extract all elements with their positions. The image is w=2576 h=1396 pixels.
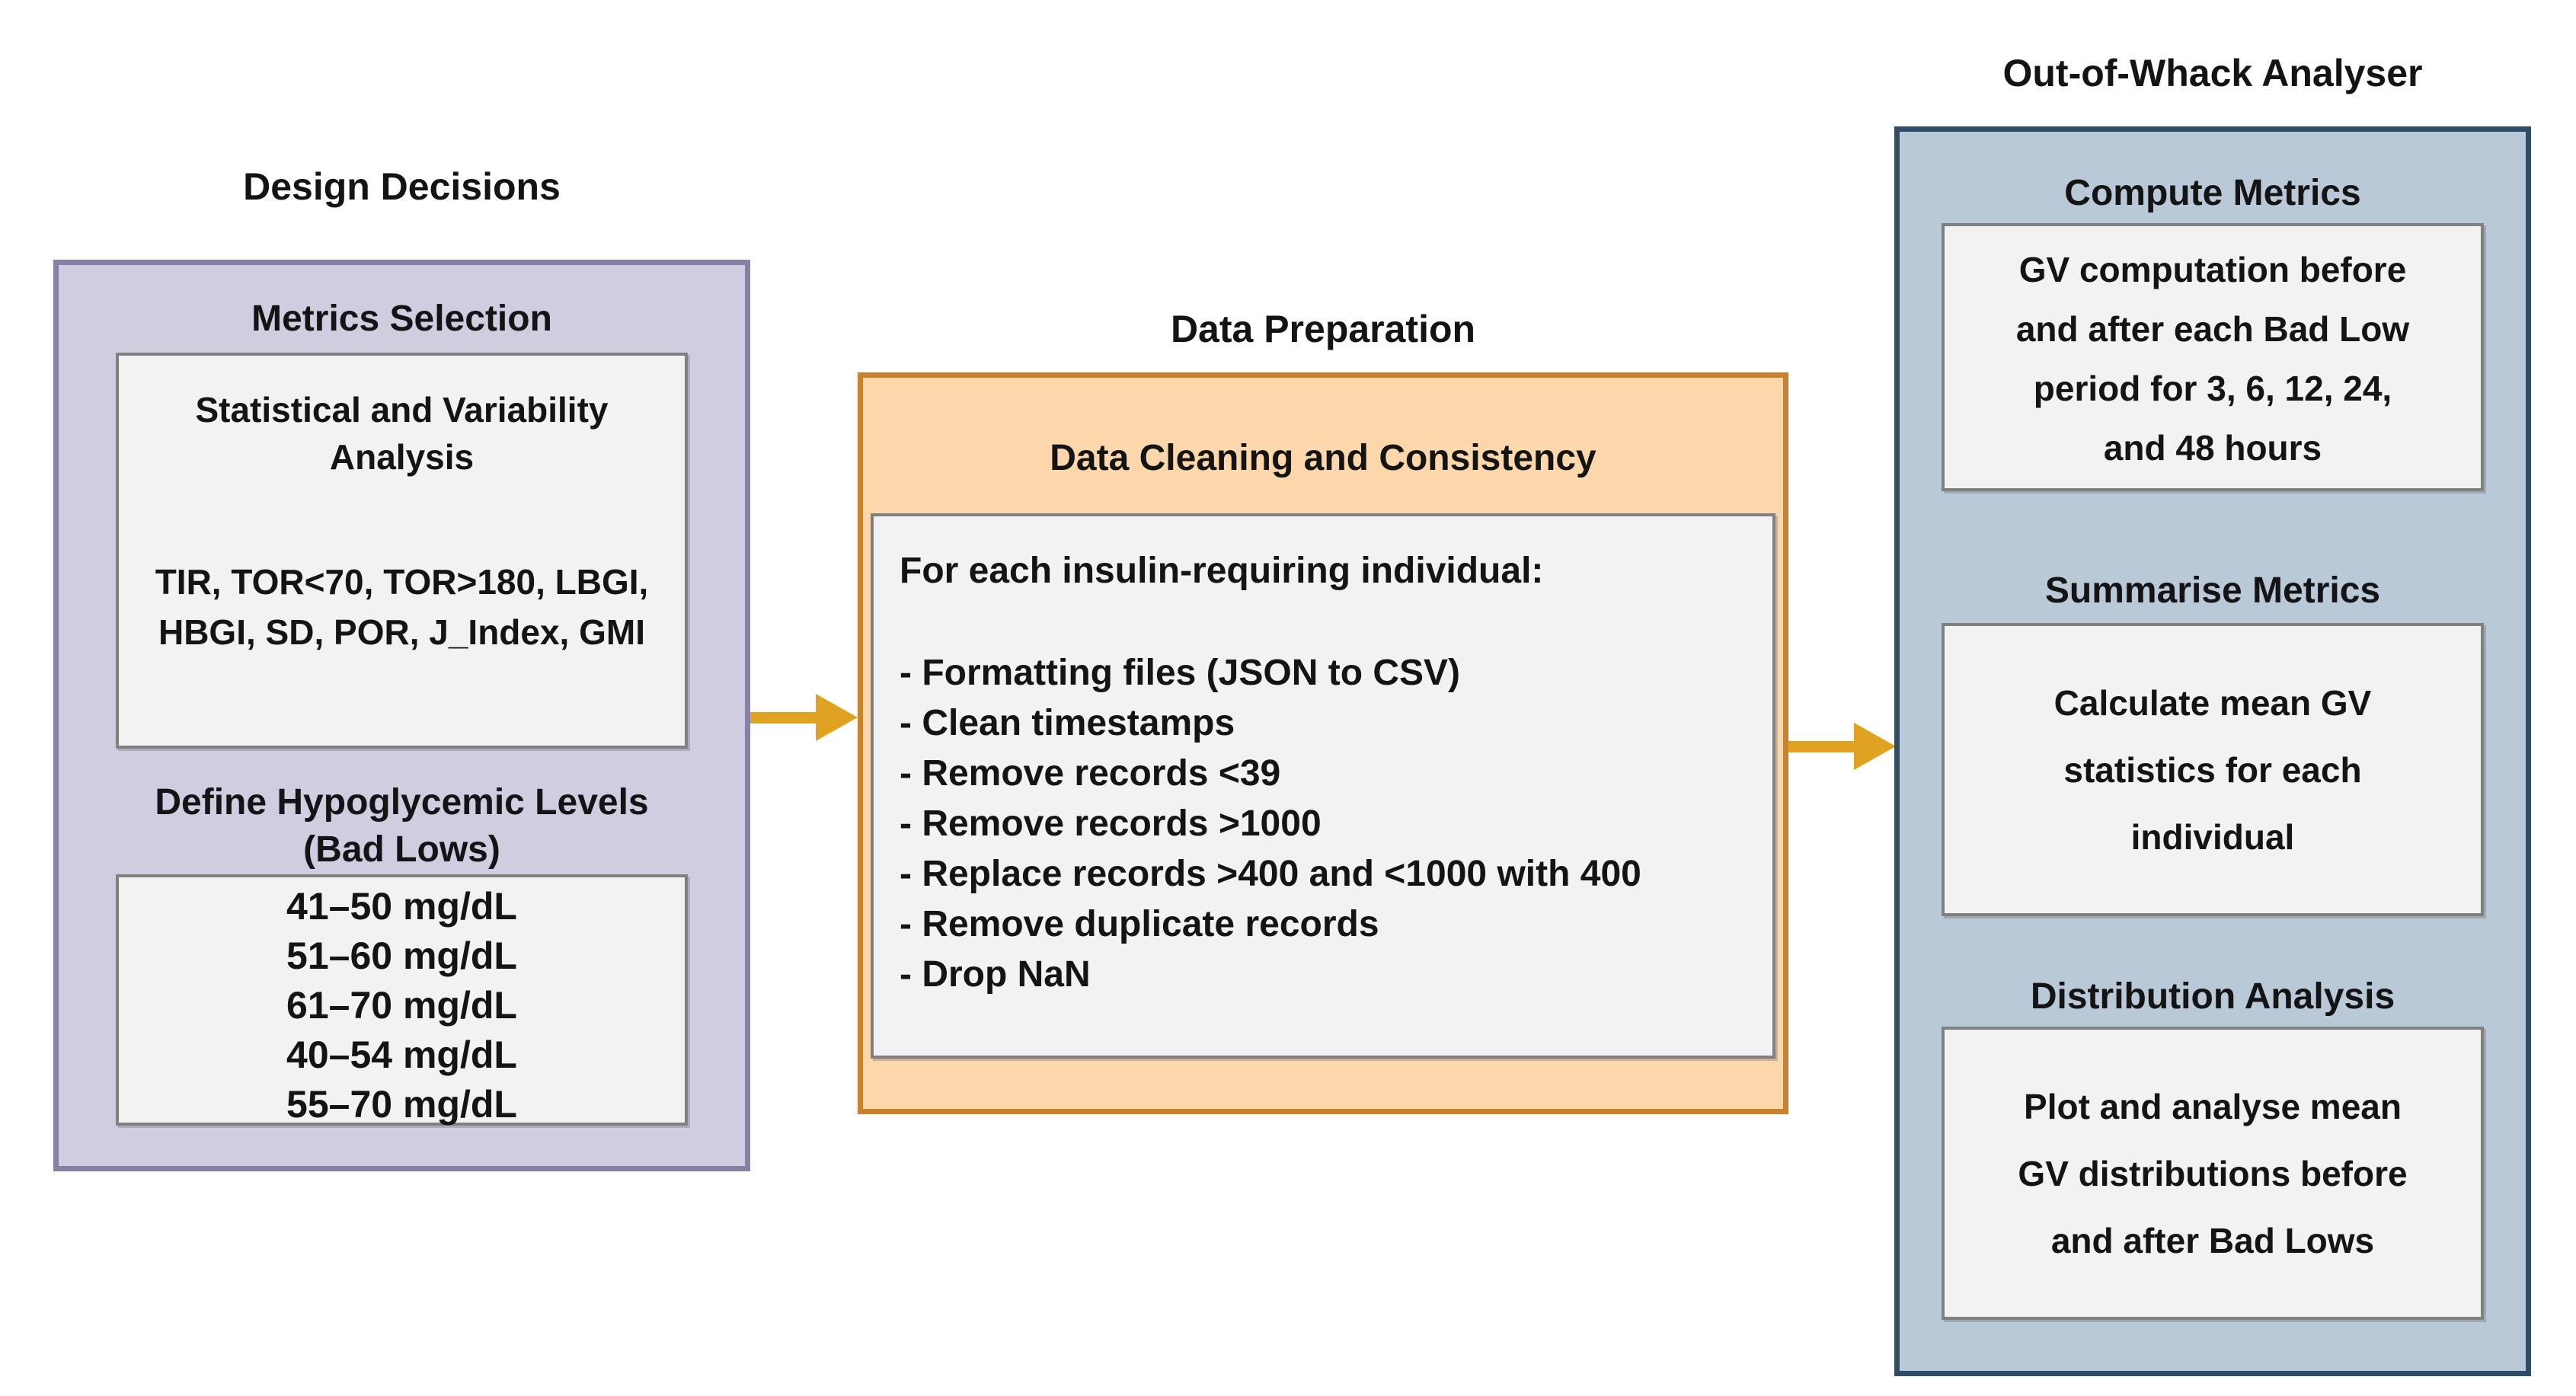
compute-metrics-line: and 48 hours bbox=[2103, 428, 2322, 468]
metrics-selection-box: Statistical and Variability Analysis TIR… bbox=[116, 353, 688, 749]
hypo-level-item: 40–54 mg/dL bbox=[286, 1033, 517, 1076]
spacer bbox=[119, 356, 685, 386]
design-decisions-panel: Metrics Selection Statistical and Variab… bbox=[53, 260, 750, 1171]
arrow-shaft bbox=[750, 712, 820, 724]
data-preparation-title: Data Preparation bbox=[1170, 308, 1476, 350]
design-decisions-title: Design Decisions bbox=[243, 165, 561, 208]
cleaning-intro: For each insulin-requiring individual: bbox=[900, 551, 1544, 591]
distribution-analysis-box: Plot and analyse mean GV distributions b… bbox=[1942, 1027, 2484, 1320]
flow-arrow-left-to-middle bbox=[750, 694, 858, 741]
compute-metrics-line: period for 3, 6, 12, 24, bbox=[2033, 369, 2392, 408]
cleaning-step: - Remove duplicate records bbox=[900, 904, 1379, 944]
distribution-analysis-header: Distribution Analysis bbox=[2030, 976, 2395, 1017]
out-of-whack-analyser-panel: Compute Metrics GV computation before an… bbox=[1894, 126, 2531, 1376]
summarise-metrics-box: Calculate mean GV statistics for each in… bbox=[1942, 623, 2484, 916]
compute-metrics-header: Compute Metrics bbox=[2064, 173, 2361, 213]
flow-arrow-middle-to-right bbox=[1788, 723, 1896, 770]
distribution-analysis-line: GV distributions before bbox=[2018, 1153, 2408, 1193]
compute-metrics-line: and after each Bad Low bbox=[2015, 309, 2410, 349]
hypoglycemic-levels-header-line: (Bad Lows) bbox=[303, 829, 500, 870]
metrics-list-line: TIR, TOR<70, TOR>180, LBGI, bbox=[155, 562, 649, 602]
summarise-metrics-line: individual bbox=[2130, 816, 2295, 857]
spacer bbox=[900, 595, 1747, 648]
out-of-whack-analyser-title: Out-of-Whack Analyser bbox=[2002, 52, 2423, 94]
cleaning-step: - Formatting files (JSON to CSV) bbox=[900, 653, 1461, 693]
summarise-metrics-line: statistics for each bbox=[2063, 749, 2362, 790]
data-preparation-panel: Data Cleaning and Consistency For each i… bbox=[858, 372, 1788, 1114]
distribution-analysis-line: Plot and analyse mean bbox=[2024, 1086, 2402, 1126]
summarise-metrics-line: Calculate mean GV bbox=[2053, 682, 2372, 723]
compute-metrics-box: GV computation before and after each Bad… bbox=[1942, 223, 2484, 491]
metrics-list-line: HBGI, SD, POR, J_Index, GMI bbox=[158, 612, 645, 652]
cleaning-step: - Replace records >400 and <1000 with 40… bbox=[900, 854, 1641, 894]
data-cleaning-header: Data Cleaning and Consistency bbox=[1050, 438, 1596, 478]
hypo-level-item: 61–70 mg/dL bbox=[286, 984, 517, 1027]
arrow-shaft bbox=[1788, 741, 1858, 752]
arrow-head bbox=[816, 694, 858, 741]
hypo-level-item: 41–50 mg/dL bbox=[286, 885, 517, 928]
summarise-metrics-header: Summarise Metrics bbox=[2044, 570, 2381, 611]
spacer bbox=[119, 481, 685, 557]
cleaning-step: - Remove records <39 bbox=[900, 753, 1281, 794]
distribution-analysis-line: and after Bad Lows bbox=[2050, 1220, 2375, 1260]
analysis-line: Statistical and Variability bbox=[195, 390, 609, 430]
hypo-level-item: 55–70 mg/dL bbox=[286, 1083, 517, 1126]
data-cleaning-box: For each insulin-requiring individual: -… bbox=[871, 513, 1775, 1059]
hypoglycemic-levels-box: 41–50 mg/dL 51–60 mg/dL 61–70 mg/dL 40–5… bbox=[116, 874, 688, 1126]
analysis-line: Analysis bbox=[329, 437, 475, 477]
cleaning-step: - Clean timestamps bbox=[900, 703, 1235, 743]
arrow-head bbox=[1854, 723, 1896, 770]
cleaning-step: - Remove records >1000 bbox=[900, 803, 1322, 844]
compute-metrics-line: GV computation before bbox=[2018, 250, 2407, 289]
metrics-selection-header: Metrics Selection bbox=[251, 299, 552, 339]
cleaning-step: - Drop NaN bbox=[900, 954, 1091, 995]
hypoglycemic-levels-header: Define Hypoglycemic Levels (Bad Lows) bbox=[59, 779, 745, 874]
hypoglycemic-levels-header-line: Define Hypoglycemic Levels bbox=[155, 782, 649, 823]
hypo-level-item: 51–60 mg/dL bbox=[286, 934, 517, 977]
